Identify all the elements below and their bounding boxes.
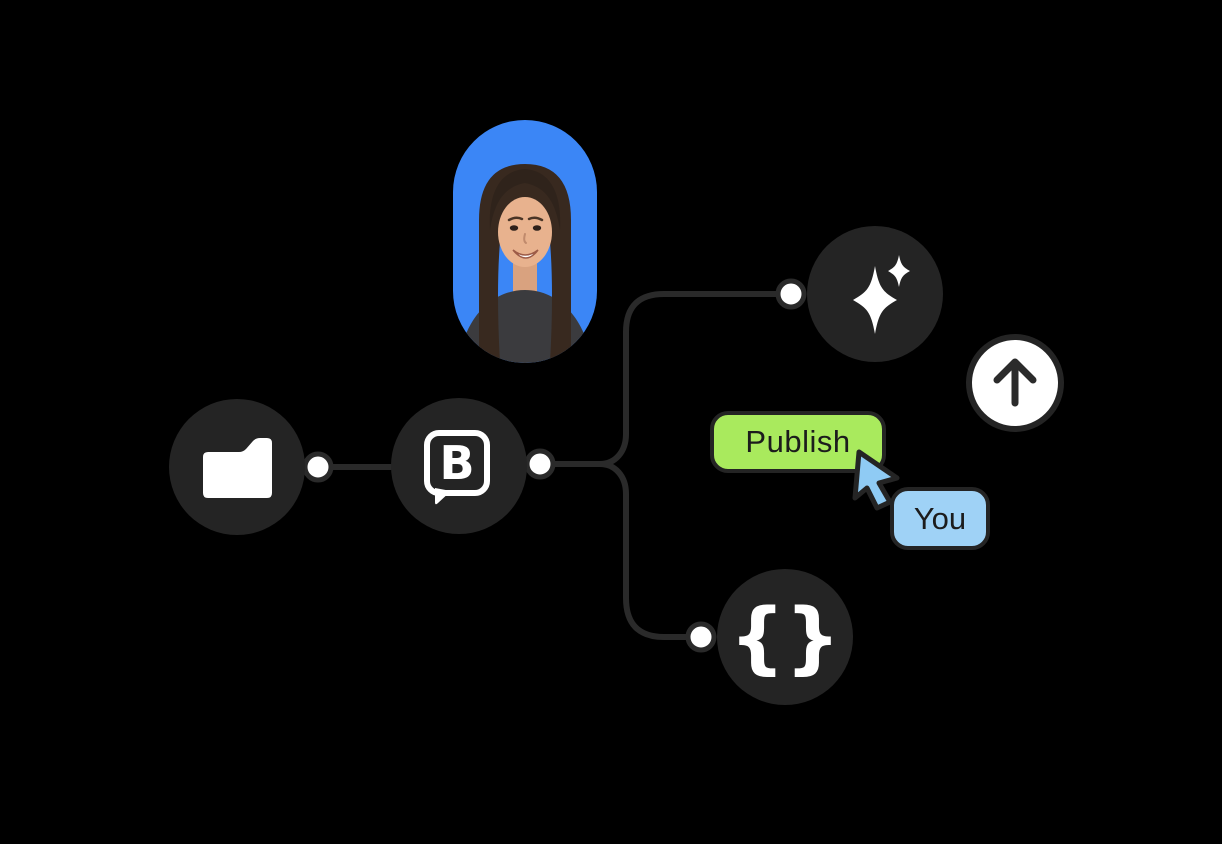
upload-button[interactable] — [966, 334, 1064, 432]
curly-braces-glyph: {} — [729, 593, 840, 683]
line-fork-to-code — [599, 461, 700, 640]
junction-dot — [302, 451, 334, 483]
line-fork-to-sparkle — [599, 291, 790, 467]
portrait-photo — [453, 120, 597, 363]
node-code[interactable]: {} — [717, 569, 853, 705]
you-badge: You — [890, 487, 990, 550]
junction-dot — [775, 278, 807, 310]
node-builder-logo[interactable]: B — [391, 398, 527, 534]
builder-b-glyph: B — [439, 436, 474, 490]
publish-button-label: Publish — [745, 424, 851, 459]
junction-dot — [524, 448, 556, 480]
pointer-cursor-icon — [852, 449, 900, 511]
curly-braces-icon: {} — [729, 593, 840, 683]
sparkles-icon — [853, 255, 910, 334]
arrow-up-icon — [993, 358, 1037, 407]
node-ai-sparkle[interactable] — [807, 226, 943, 362]
you-badge-label: You — [913, 500, 967, 536]
folder-icon — [203, 438, 272, 498]
portrait-illustration — [459, 164, 591, 363]
builder-logo-icon: B — [424, 430, 490, 505]
node-folder[interactable] — [169, 399, 305, 535]
junction-dot — [685, 621, 717, 653]
